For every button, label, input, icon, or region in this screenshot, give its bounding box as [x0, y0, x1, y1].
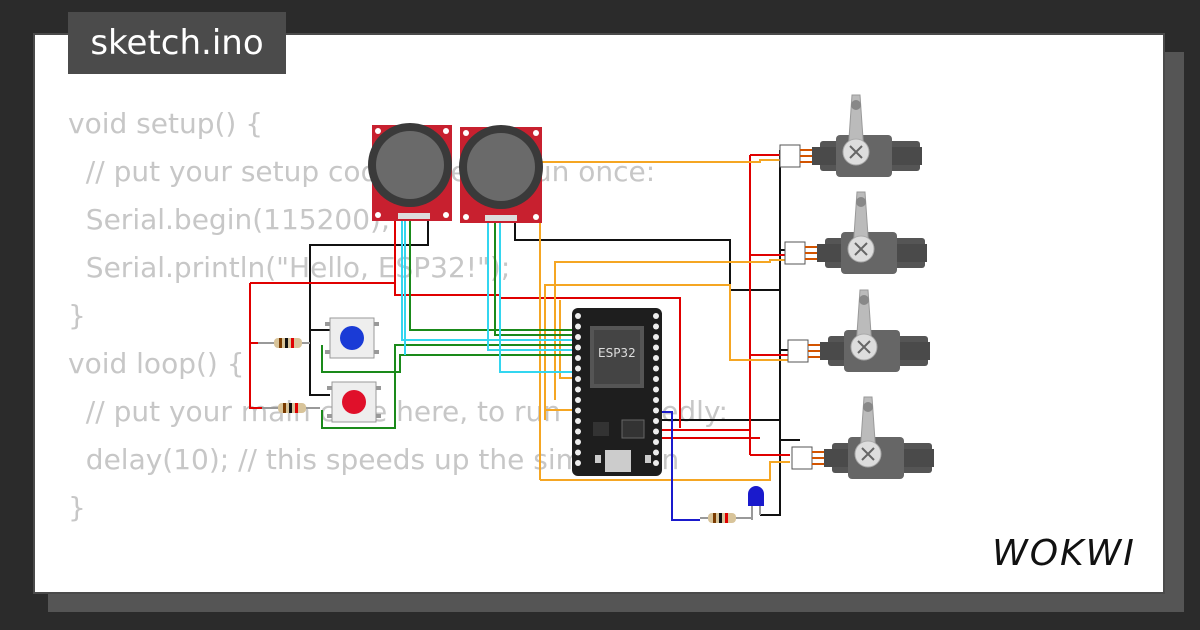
code-line: } — [68, 299, 86, 332]
servo-3[interactable] — [787, 289, 931, 373]
esp32-pin — [653, 460, 659, 466]
code-line: void setup() { — [68, 107, 264, 140]
resistor-3 — [700, 513, 752, 523]
esp32-pin — [653, 418, 659, 424]
esp32-pin — [575, 313, 581, 319]
servo-2[interactable] — [784, 191, 928, 275]
esp32-pin — [575, 418, 581, 424]
code-line: } — [68, 491, 86, 524]
wokwi-wordmark: WOKWI — [992, 533, 1136, 574]
code-line: void loop() { — [68, 347, 245, 380]
esp32-pin — [653, 323, 659, 330]
wokwi-logo: WOKWI — [992, 533, 1136, 574]
esp32-pin — [653, 376, 659, 382]
esp32-label: ESP32 — [598, 346, 636, 360]
wires — [249, 150, 800, 521]
esp32-pin — [575, 344, 581, 351]
pushbutton-blue[interactable] — [325, 317, 379, 359]
esp32-pin — [653, 386, 659, 393]
esp32-pin — [575, 397, 581, 403]
esp32-pin — [653, 334, 659, 340]
esp32-pin — [575, 428, 581, 435]
resistor-1 — [258, 338, 310, 348]
esp32-pin — [575, 439, 581, 445]
servo-4[interactable] — [791, 396, 935, 480]
esp32-pin — [653, 397, 659, 403]
file-tab[interactable]: sketch.ino — [68, 12, 286, 74]
esp32-pin — [575, 376, 581, 382]
esp32-pin — [575, 334, 581, 340]
esp32-pin — [575, 386, 581, 393]
esp32-pin — [653, 407, 659, 414]
esp32-pin — [653, 439, 659, 445]
resistor-2 — [262, 403, 320, 413]
code-line: Serial.begin(115200); — [68, 203, 391, 236]
esp32-pin — [653, 428, 659, 435]
esp32-pin — [575, 407, 581, 414]
esp32-board[interactable] — [572, 308, 662, 476]
esp32-pin — [653, 344, 659, 351]
servo-1[interactable] — [779, 94, 923, 178]
esp32-pin — [653, 313, 659, 319]
joystick-right[interactable] — [459, 125, 543, 223]
esp32-pin — [575, 365, 581, 372]
esp32-pin — [575, 460, 581, 466]
esp32-pin — [653, 355, 659, 361]
esp32-pins — [575, 313, 659, 466]
esp32-pin — [575, 355, 581, 361]
pushbutton-red[interactable] — [327, 381, 381, 423]
esp32-pin — [575, 449, 581, 456]
esp32-pin — [575, 323, 581, 330]
led-blue[interactable] — [748, 486, 764, 520]
esp32-pin — [653, 365, 659, 372]
joystick-left[interactable] — [368, 123, 452, 221]
esp32-pin — [653, 449, 659, 456]
